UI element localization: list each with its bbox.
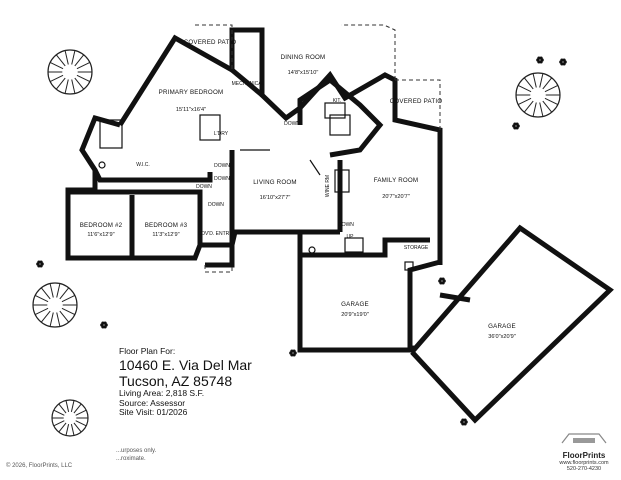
garage-2-dims: 36'0"x20'9"	[488, 334, 516, 340]
fixtures	[98, 102, 414, 271]
bedroom-2-dims: 11'6"x12'9"	[87, 232, 114, 238]
info-area: Living Area: 2,818 S.F.	[119, 387, 205, 398]
down-marker: DOWN	[208, 202, 224, 208]
covered-entry-label: COV'D. ENTRY	[197, 231, 233, 237]
plant-dot	[463, 418, 467, 422]
car-logo-icon	[561, 433, 607, 444]
disclaimer: ...urposes only. ...roximate. © 2026, Fl…	[6, 448, 156, 471]
plant-dot	[441, 281, 445, 285]
down-marker: DOWN	[196, 184, 212, 190]
plant-dot	[515, 122, 519, 126]
plant-dot	[39, 264, 43, 268]
plant-dot	[292, 353, 296, 357]
logo-url: www.floorprints.com	[559, 460, 609, 466]
info-city: Tucson, AZ 85748	[119, 372, 233, 389]
garage-1-label: GARAGE	[341, 301, 369, 308]
tree-icon	[51, 399, 89, 437]
laundry-label: L'DRY	[214, 131, 229, 137]
info-heading: Floor Plan For:	[119, 346, 176, 356]
plant-dot	[537, 56, 541, 60]
info-source: Source: Assessor	[119, 397, 186, 408]
bedroom-2-label: BEDROOM #2	[80, 222, 123, 229]
plant-dot	[441, 277, 445, 281]
down-marker: DOWN	[214, 163, 230, 169]
tree-icon	[515, 72, 561, 118]
wine-room-label: WINE RM	[325, 175, 331, 197]
copyright: © 2026, FloorPrints, LLC	[6, 463, 73, 469]
floorprints-logo: FloorPrints www.floorprints.com 520-270-…	[553, 430, 615, 472]
covered-patio-label: COVERED PATIO	[184, 39, 237, 46]
plant-dot	[103, 321, 107, 325]
kitchen-label: KIT.	[333, 98, 342, 104]
plant-dot	[539, 60, 543, 64]
family-room-label: FAMILY ROOM	[374, 177, 419, 184]
family-room-dims: 20'7"x20'7"	[382, 194, 410, 200]
plant-dot	[103, 325, 107, 329]
plant-dot	[292, 349, 296, 353]
plant-dot	[515, 126, 519, 130]
primary-bedroom-label: PRIMARY BEDROOM	[159, 89, 224, 96]
living-room-label: LIVING ROOM	[253, 179, 296, 186]
info-site-visit: Site Visit: 01/2026	[119, 407, 188, 418]
walls	[65, 27, 614, 424]
plant-dot	[513, 122, 517, 126]
plant-dot	[39, 260, 43, 264]
plant-dot	[562, 62, 566, 66]
down-marker: DOWN	[284, 121, 300, 127]
plan-info: Floor Plan For: 10460 E. Via Del Mar Tuc…	[119, 346, 252, 418]
plant-dot	[101, 321, 105, 325]
disclaimer-line-1: ...urposes only.	[116, 448, 157, 454]
bedroom-3-label: BEDROOM #3	[145, 222, 188, 229]
garage-2-label: GARAGE	[488, 323, 516, 330]
dining-room-dims: 14'8"x15'10"	[288, 70, 319, 76]
tree-icon	[47, 49, 93, 95]
bedroom-3-dims: 11'3"x12'9"	[152, 232, 179, 238]
up-marker: UP	[347, 234, 355, 240]
disclaimer-line-2: ...roximate.	[116, 455, 146, 462]
logo-phone: 520-270-4230	[566, 466, 602, 472]
plant-dot	[37, 260, 41, 264]
dining-room-label: DINING ROOM	[281, 54, 326, 61]
plant-dot	[560, 58, 564, 62]
storage-label: STORAGE	[404, 245, 429, 251]
mechanical-label: MECHANICAL	[232, 81, 265, 87]
plant-dot	[461, 418, 465, 422]
plant-dot	[562, 58, 566, 62]
down-marker: DOWN	[214, 176, 230, 182]
logo-name: FloorPrints	[562, 451, 606, 460]
plant-dot	[290, 349, 294, 353]
info-address: 10460 E. Via Del Mar	[119, 356, 252, 373]
living-room-dims: 16'10"x27'7"	[260, 195, 291, 201]
covered-patio-2-label: COVERED PATIO	[390, 98, 443, 105]
room-labels: COVERED PATIO DINING ROOM 14'8"x15'10" M…	[80, 39, 516, 340]
plant-dot	[439, 277, 443, 281]
garage-1-dims: 20'9"x19'0"	[341, 312, 369, 318]
primary-bedroom-dims: 15'11"x16'4"	[176, 107, 206, 113]
tree-icon	[32, 282, 78, 328]
wic-label: W.I.C.	[136, 162, 150, 168]
level-markers: DOWN DOWN DOWN DOWN DOWN DOWN UP	[196, 121, 354, 240]
plant-dot	[463, 422, 467, 426]
plant-dot	[539, 56, 543, 60]
down-marker: DOWN	[338, 222, 354, 228]
